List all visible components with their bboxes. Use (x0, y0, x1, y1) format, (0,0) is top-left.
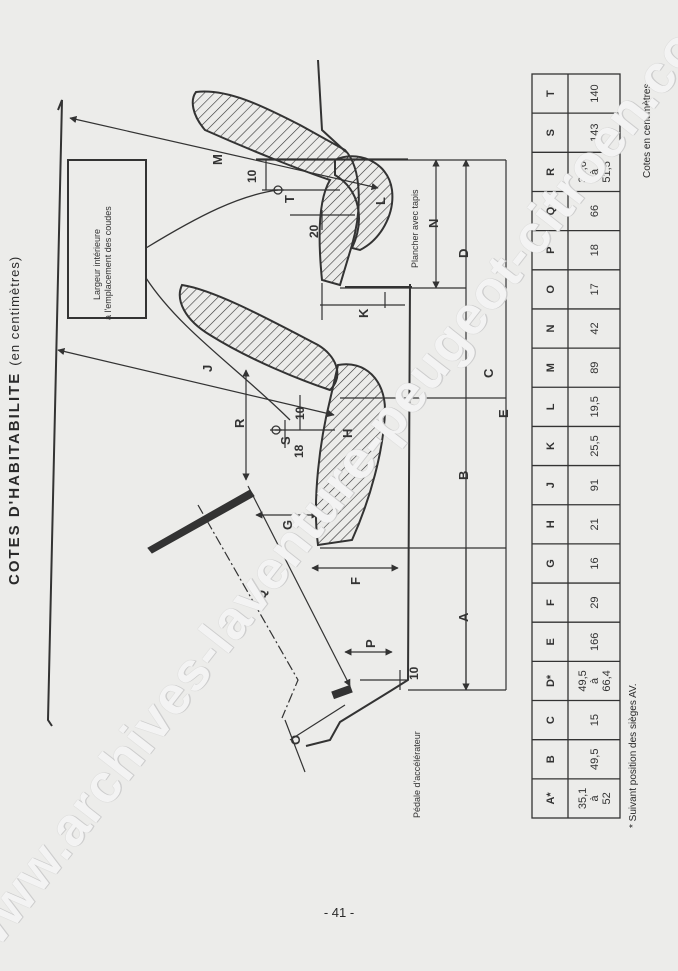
dim-label-o: O (288, 735, 303, 745)
table-header-cell: J (545, 482, 557, 488)
table-header-cell: E (545, 638, 557, 645)
table-header-cell: P (545, 247, 557, 254)
table-header-cell: R (545, 168, 557, 176)
dim-label-t: T (282, 195, 297, 203)
table-value-cell: 18 (589, 244, 601, 256)
page-number: - 41 - (323, 905, 355, 920)
floor-label: Plancher avec tapis (410, 189, 420, 268)
table-value-cell: 25,5 (589, 435, 601, 456)
dim-label-d: D (456, 249, 471, 258)
dim-label-f: F (348, 577, 363, 585)
h-point-markers (270, 185, 284, 435)
steering-wheel (147, 489, 255, 554)
measure-10-rear: 10 (245, 169, 259, 183)
measure-18-front: 18 (292, 444, 306, 458)
table-value-cell: 17 (589, 283, 601, 295)
table-value-cell: 143 (589, 124, 601, 142)
dim-label-n: N (426, 219, 441, 228)
measure-20-rear: 20 (307, 224, 321, 238)
dim-label-j: J (200, 365, 215, 372)
interior-width-label: Largeur intérieure à l'emplacement des c… (92, 206, 113, 320)
dimension-lines (57, 115, 507, 773)
table-header-cell: H (545, 520, 557, 528)
table-header-cell: L (545, 403, 557, 410)
table-header-cell: K (545, 442, 557, 450)
table-header-cell: G (545, 559, 557, 568)
table-header-cell: M (545, 363, 557, 372)
dim-label-h: H (340, 429, 355, 438)
dim-label-a: A (456, 612, 471, 622)
footnote: * Suivant position des sièges AV. (628, 683, 639, 828)
measure-10-pedal: 10 (407, 666, 421, 680)
front-seat (178, 283, 387, 547)
table-header-cell: O (545, 285, 557, 294)
table-header-cell: Q (545, 206, 557, 215)
table-value-cell: 49,5 (577, 670, 589, 691)
table-value-cell: 51,5 (601, 161, 613, 182)
svg-text:Largeur intérieure: Largeur intérieure (92, 229, 102, 300)
dim-label-m: M (210, 154, 225, 165)
table-header-cell: F (545, 599, 557, 606)
accelerator-pedal (331, 684, 353, 700)
table-value-cell: 140 (589, 84, 601, 102)
dim-label-b: B (456, 471, 471, 480)
dim-label-g: G (280, 520, 295, 530)
dim-label-p: P (363, 639, 378, 648)
dim-label-q: Q (254, 590, 269, 600)
table-value-cell: 34,6 (577, 161, 589, 182)
dimension-values: 10 20 10 18 10 (245, 169, 421, 680)
dim-label-k: K (356, 308, 371, 318)
units-note: Cotes en centimètres (642, 83, 653, 179)
dim-label-c: C (481, 368, 496, 378)
dim-label-s: S (278, 436, 293, 445)
table-value-cell: 21 (589, 518, 601, 530)
table-value-cell: 89 (589, 362, 601, 374)
table-value-cell: 52 (601, 792, 613, 804)
table-value-cell: 19,5 (589, 396, 601, 417)
table-value-cell: 29 (589, 597, 601, 609)
measure-10-front: 10 (293, 406, 307, 420)
table-value-cell: 35,1 (577, 788, 589, 809)
table-value-cell: 166 (589, 633, 601, 651)
table-header-cell: C (545, 716, 557, 724)
table-header-cell: A* (545, 792, 557, 805)
table-value-cell: 42 (589, 322, 601, 334)
table-header-cell: B (545, 755, 557, 763)
dimension-letters: A B C D E F G H J K L M N O P Q R S T (200, 154, 511, 745)
table-value-cell: 66,4 (601, 670, 613, 691)
dim-label-r: R (232, 418, 247, 428)
steering-axis (197, 504, 299, 719)
table-value-cell: à (589, 677, 601, 684)
table-value-cell: 66 (589, 205, 601, 217)
table-header-cell: D* (545, 674, 557, 687)
table-value-cell: à (589, 168, 601, 175)
table-header-cell: T (545, 90, 557, 97)
table-value-cell: 49,5 (589, 749, 601, 770)
table-value-cell: à (589, 794, 601, 801)
table-value-cell: 16 (589, 557, 601, 569)
dim-label-l: L (373, 197, 388, 205)
table-value-cell: 15 (589, 714, 601, 726)
dim-label-e: E (496, 409, 511, 418)
table-header-cell: S (545, 129, 557, 136)
table-header-cell: N (545, 325, 557, 333)
svg-text:à l'emplacement des coudes: à l'emplacement des coudes (103, 206, 113, 320)
pedal-label: Pédale d'accélérateur (412, 731, 422, 818)
rear-seat (191, 90, 394, 287)
table-value-cell: 91 (589, 479, 601, 491)
